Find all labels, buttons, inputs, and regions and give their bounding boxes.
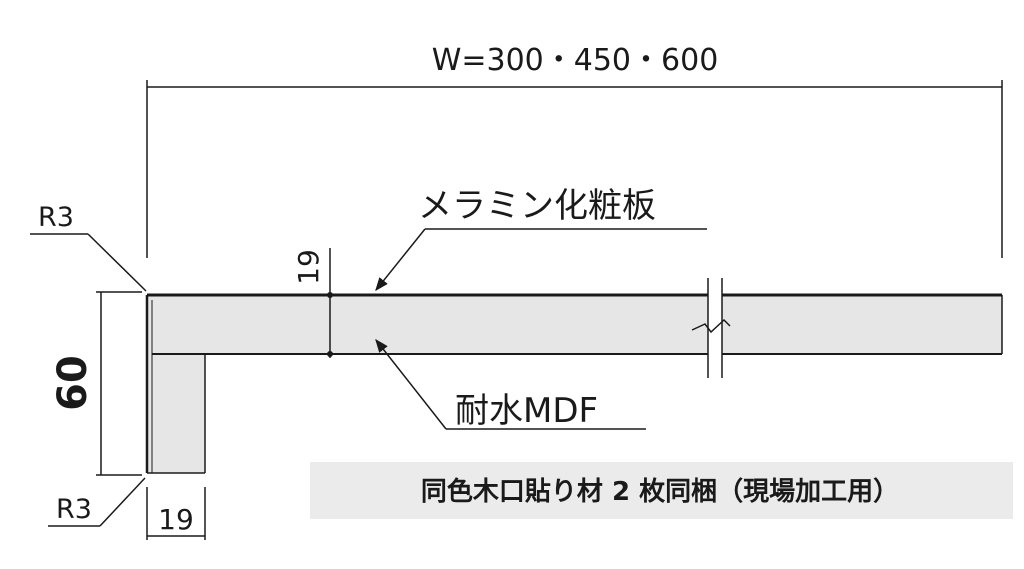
shelf-board-left [147, 295, 708, 354]
break-symbol [691, 275, 731, 380]
note-box: 同色木口貼り材 2 枚同梱（現場加工用） [310, 462, 1013, 519]
mdf-callout: 耐水MDF [375, 338, 646, 431]
thickness-label: 19 [292, 249, 325, 285]
height-label: 60 [50, 355, 96, 411]
mdf-label: 耐水MDF [455, 391, 598, 431]
width-dimension: W=300・450・600 [146, 43, 1003, 258]
melamine-callout: メラミン化粧板 [375, 186, 707, 292]
height-dimension: 60 [50, 291, 142, 476]
radius-top-callout: R3 [30, 202, 147, 292]
shelf-profile [145, 293, 1003, 474]
bottom-width-label: 19 [158, 503, 194, 536]
radius-bottom-callout: R3 [48, 477, 146, 527]
radius-bottom-label: R3 [56, 494, 92, 525]
radius-top-label: R3 [38, 202, 74, 233]
shelf-edge-strip [147, 295, 205, 473]
shelf-board-right [722, 295, 1002, 354]
thickness-dimension: 19 [292, 248, 333, 358]
note-text: 同色木口貼り材 2 枚同梱（現場加工用） [421, 476, 899, 507]
melamine-label: メラミン化粧板 [418, 186, 656, 226]
bottom-width-dimension: 19 [146, 487, 206, 540]
width-label: W=300・450・600 [432, 43, 719, 78]
